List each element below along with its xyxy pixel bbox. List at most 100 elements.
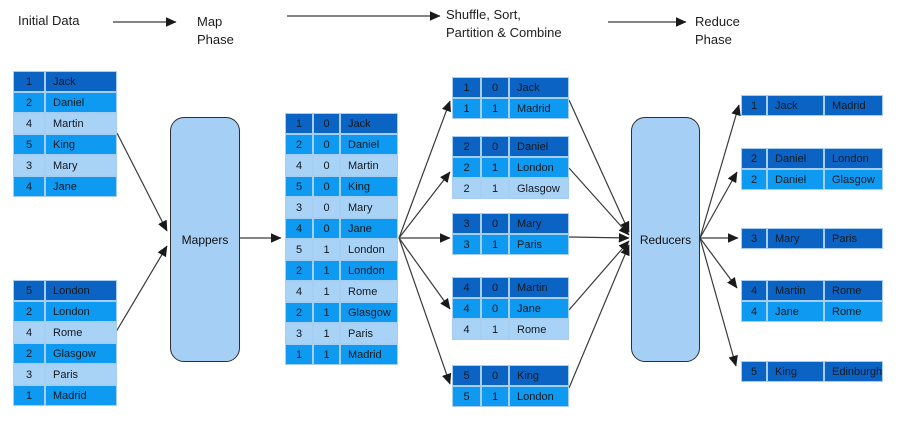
table-cell: 1 — [14, 386, 44, 405]
table-cell: 3 — [14, 156, 44, 175]
table-cell: 2 — [286, 303, 312, 322]
table-cell: 0 — [314, 114, 339, 133]
arrow-inputbottom-to-mappers — [112, 245, 168, 338]
table-cell: London — [341, 261, 397, 280]
table-cell: 4 — [453, 299, 480, 318]
table-cell: Jane — [510, 299, 568, 318]
table-cell: 4 — [286, 282, 312, 301]
table-cell: 1 — [482, 235, 508, 254]
table-cell: 1 — [482, 387, 508, 406]
table-cell: Martin — [510, 278, 568, 297]
table-cell: Rome — [46, 323, 116, 342]
table-cell: 1 — [14, 72, 44, 91]
table-cell: 2 — [453, 179, 480, 198]
table-cell: Daniel — [768, 149, 823, 168]
table-cell: Mary — [510, 214, 568, 233]
table-cell: 1 — [482, 320, 508, 339]
table-cell: Jack — [46, 72, 116, 91]
table-cell: 3 — [453, 235, 480, 254]
table-cell: 5 — [286, 177, 312, 196]
table-cell: 2 — [453, 158, 480, 177]
label-reduce-phase: Reduce Phase — [695, 14, 740, 47]
table-cell: 2 — [14, 302, 44, 321]
table-cell: London — [341, 240, 397, 259]
arrow-group1-to-reducers — [568, 99, 630, 233]
table-cell: 4 — [286, 156, 312, 175]
table-cell: 0 — [482, 366, 508, 385]
table-cell: 1 — [286, 114, 312, 133]
reducers-node: Reducers — [631, 117, 700, 362]
table-cell: Madrid — [510, 99, 568, 118]
table-cell: Mary — [46, 156, 116, 175]
table-cell: 0 — [482, 214, 508, 233]
table-cell: Glasgow — [341, 303, 397, 322]
table-cell: 1 — [453, 78, 480, 97]
table-cell: London — [510, 387, 568, 406]
table-cell: 0 — [314, 135, 339, 154]
arrow-reducers-to-out4 — [699, 237, 738, 289]
table-cell: 0 — [482, 78, 508, 97]
table-cell: Mary — [768, 229, 823, 248]
table-cell: London — [825, 149, 882, 168]
table-cell: Madrid — [341, 345, 397, 364]
table-cell: Rome — [510, 320, 568, 339]
mappers-node: Mappers — [170, 117, 240, 362]
table-cell: 3 — [286, 198, 312, 217]
table-cell: King — [510, 366, 568, 385]
table-cell: 5 — [453, 366, 480, 385]
table-cell: King — [46, 135, 116, 154]
table-cell: 1 — [453, 99, 480, 118]
table-cell: 1 — [314, 261, 339, 280]
arrow-group3-to-reducers — [568, 233, 630, 243]
label-shuffle-phase: Shuffle, Sort, Partition & Combine — [446, 7, 562, 40]
table-cell: Paris — [46, 365, 116, 384]
table-cell: 1 — [742, 96, 766, 115]
table-cell: 2 — [14, 93, 44, 112]
table-cell: Rome — [341, 282, 397, 301]
table-cell: 4 — [14, 177, 44, 196]
table-cell: 0 — [482, 137, 508, 156]
table-cell: 1 — [286, 345, 312, 364]
table-cell: Mary — [341, 198, 397, 217]
table-cell: Paris — [341, 324, 397, 343]
label-map-phase: Map Phase — [197, 14, 234, 47]
table-cell: 4 — [742, 302, 766, 321]
table-cell: Daniel — [768, 170, 823, 189]
table-cell: Madrid — [825, 96, 882, 115]
arrow-group4-to-reducers — [568, 240, 630, 311]
table-cell: Edinburgh — [825, 362, 882, 381]
table-cell: Paris — [510, 235, 568, 254]
table-cell: King — [768, 362, 823, 381]
table-cell: 3 — [453, 214, 480, 233]
arrow-reducers-to-out5 — [699, 237, 738, 367]
table-cell: 1 — [314, 345, 339, 364]
table-cell: Daniel — [46, 93, 116, 112]
table-cell: Jane — [768, 302, 823, 321]
table-cell: 0 — [314, 177, 339, 196]
table-cell: Glasgow — [510, 179, 568, 198]
table-cell: Martin — [341, 156, 397, 175]
table-cell: 5 — [14, 135, 44, 154]
table-cell: Martin — [46, 114, 116, 133]
table-cell: Jack — [510, 78, 568, 97]
table-cell: 2 — [14, 344, 44, 363]
table-cell: Daniel — [510, 137, 568, 156]
table-cell: Jane — [46, 177, 116, 196]
table-cell: 5 — [286, 240, 312, 259]
mappers-label: Mappers — [181, 232, 229, 247]
table-cell: Rome — [825, 281, 882, 300]
arrow-mapped-to-group5 — [398, 237, 452, 385]
table-cell: Jack — [768, 96, 823, 115]
table-cell: 4 — [14, 114, 44, 133]
arrow-group2-to-reducers — [568, 167, 630, 236]
table-cell: 5 — [14, 281, 44, 300]
table-cell: Martin — [768, 281, 823, 300]
